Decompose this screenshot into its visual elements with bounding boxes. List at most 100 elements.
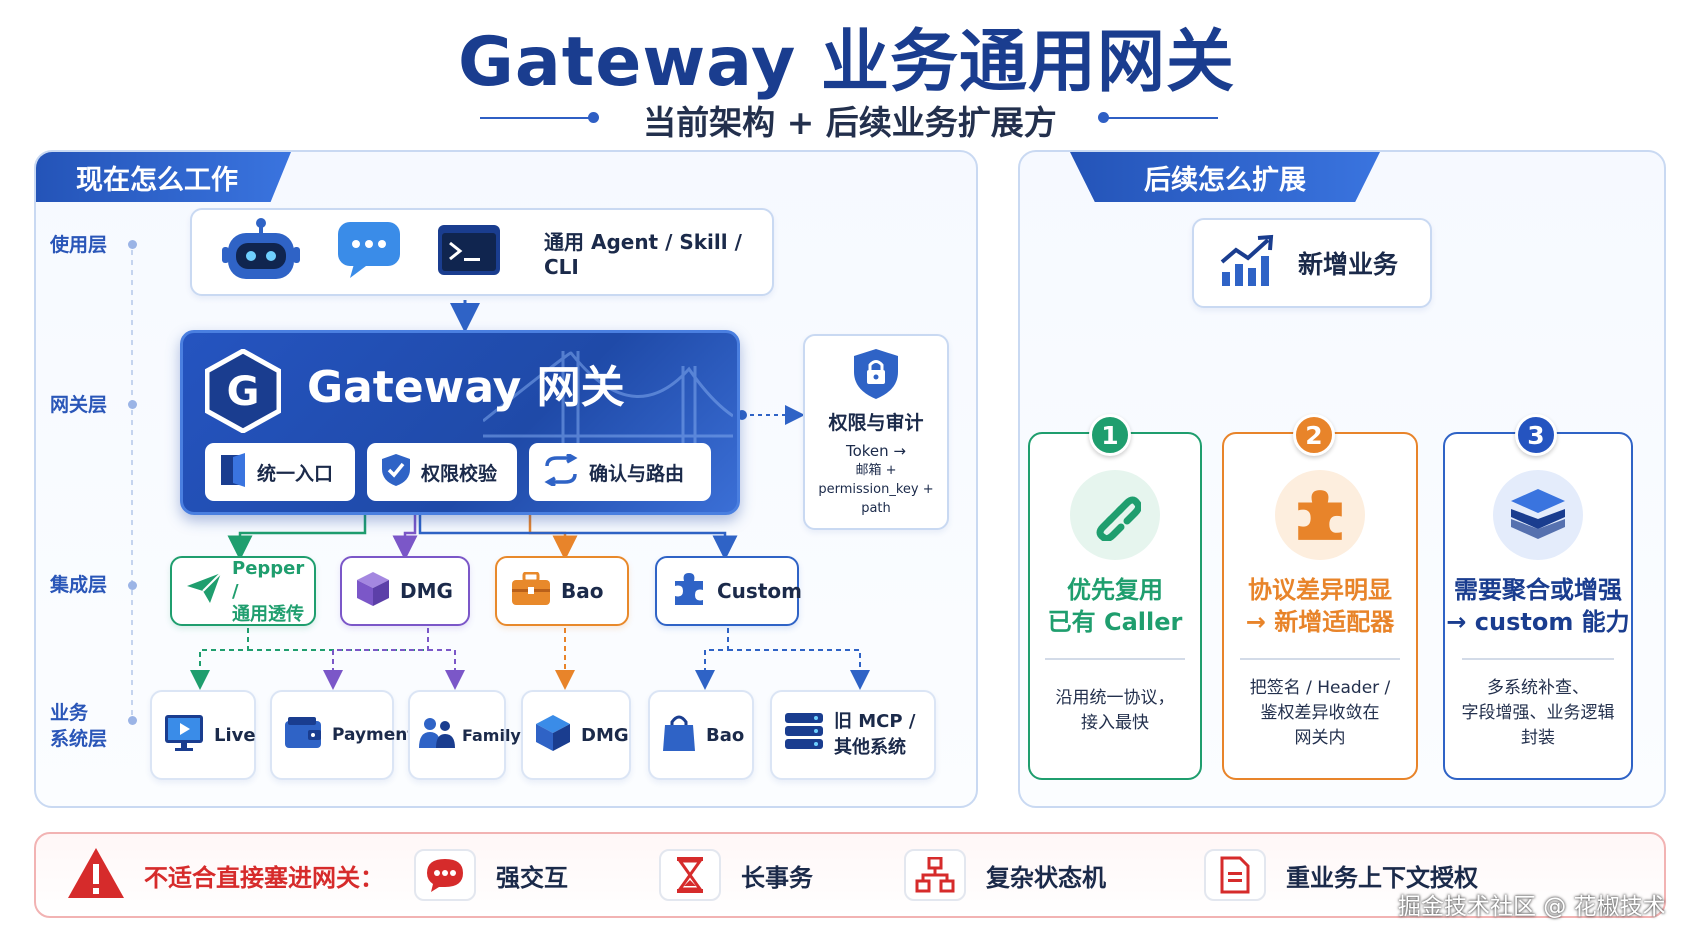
- system-legacy-mcp: 旧 MCP / 其他系统: [770, 690, 936, 780]
- option3-title-line1: 需要聚合或增强: [1454, 576, 1622, 604]
- panel-tab-current: 现在怎么工作: [36, 152, 291, 202]
- integration-pepper: Pepper / 通用透传: [170, 556, 316, 626]
- auth-line4: path: [861, 501, 891, 516]
- warning-item-context-auth: 重业务上下文授权: [1204, 849, 1564, 901]
- gateway-btn-label-route: 确认与路由: [589, 462, 685, 485]
- door-icon: [219, 452, 247, 492]
- gateway-auth-check: 权限校验: [367, 443, 517, 501]
- option2-divider: [1240, 658, 1400, 660]
- watermark: 掘金技术社区 @ 花椒技术: [1398, 894, 1666, 920]
- subtitle-text: 当前架构 + 后续业务扩展方式: [643, 103, 1057, 190]
- integration-pepper-line2: 通用透传: [232, 603, 304, 625]
- option3-title: 需要聚合或增强 → custom 能力: [1445, 574, 1631, 638]
- system-family-label: Family: [462, 725, 521, 745]
- system-bao-label: Bao: [706, 724, 745, 746]
- system-bao: Bao: [648, 690, 754, 780]
- layer-label-business-line2: 系统层: [50, 728, 108, 750]
- layers-icon: [1493, 470, 1583, 560]
- new-business-card: 新增业务: [1192, 218, 1432, 308]
- layer-dot-integration: [128, 581, 137, 590]
- gateway-title: Gateway 网关: [307, 362, 625, 413]
- option1-desc-line2: 接入最快: [1081, 713, 1149, 733]
- subtitle-dot-left: [588, 112, 599, 123]
- option2-desc-line1: 把签名 / Header /: [1249, 678, 1391, 698]
- warning-item-interaction-label: 强交互: [496, 863, 568, 892]
- subtitle: 当前架构 + 后续业务扩展方式: [480, 96, 1220, 190]
- system-dmg: DMG: [521, 690, 631, 780]
- gateway-unified-entry: 统一入口: [205, 443, 355, 501]
- option3-desc-line2: 字段增强、业务逻辑: [1461, 703, 1615, 723]
- integration-pepper-line1: Pepper /: [232, 557, 305, 602]
- option2-desc-line2: 鉴权差异收敛在: [1260, 703, 1380, 723]
- option-number-3: 3: [1515, 414, 1557, 456]
- briefcase-icon: [511, 571, 551, 611]
- warning-item-long-transaction: 长事务: [659, 849, 904, 901]
- subtitle-dot-right: [1098, 112, 1109, 123]
- lock-shield-icon: [805, 348, 947, 404]
- option1-title-line2: 已有 Caller: [1047, 608, 1183, 636]
- option1-title-line1: 优先复用: [1067, 576, 1163, 604]
- usage-layer-card: 通用 Agent / Skill / CLI: [190, 208, 774, 296]
- system-dmg-label: DMG: [581, 724, 629, 746]
- option1-desc-line1: 沿用统一协议，: [1055, 688, 1175, 708]
- warning-item-interaction: 强交互: [414, 849, 659, 901]
- warning-item-state-machine-label: 复杂状态机: [986, 863, 1106, 892]
- gateway-btn-label-auth: 权限校验: [421, 462, 498, 485]
- integration-dmg: DMG: [340, 556, 470, 626]
- option3-divider: [1462, 658, 1614, 660]
- svg-text:G: G: [227, 369, 260, 415]
- integration-custom: Custom: [655, 556, 802, 626]
- new-business-label: 新增业务: [1298, 250, 1399, 279]
- warning-item-long-transaction-label: 长事务: [741, 863, 813, 892]
- option2-desc: 把签名 / Header / 鉴权差异收敛在 网关内: [1224, 676, 1416, 751]
- auth-line1: Token →: [845, 442, 906, 460]
- option2-title: 协议差异明显 → 新增适配器: [1224, 574, 1416, 638]
- cube-icon: [356, 571, 390, 612]
- org-chart-icon: [904, 849, 966, 901]
- integration-custom-label: Custom: [717, 579, 802, 603]
- layer-label-usage: 使用层: [50, 234, 108, 256]
- shield-check-icon: [381, 453, 411, 492]
- option2-desc-line3: 网关内: [1294, 728, 1346, 748]
- subtitle-line-left: [480, 117, 590, 119]
- link-icon: [1070, 470, 1160, 560]
- system-legacy-line2: 其他系统: [834, 737, 906, 758]
- option2-title-line1: 协议差异明显: [1248, 576, 1392, 604]
- auth-title: 权限与审计: [805, 408, 947, 435]
- integration-dmg-label: DMG: [400, 579, 453, 603]
- gateway-logo-icon: G: [204, 348, 282, 437]
- auth-line2: 邮箱 +: [855, 463, 897, 478]
- gateway-btn-label-entry: 统一入口: [257, 462, 334, 485]
- document-icon: [1204, 849, 1266, 901]
- gateway-box: G Gateway 网关 统一入口 权限校验 确认与路由: [180, 330, 740, 515]
- warning-triangle-icon: [66, 846, 126, 904]
- cube-icon: [535, 714, 571, 757]
- option3-desc-line3: 封装: [1521, 728, 1555, 748]
- system-family: Family: [408, 690, 521, 780]
- panel-tab-future: 后续怎么扩展: [1070, 152, 1380, 202]
- page-title: Gateway 业务通用网关: [458, 23, 1235, 102]
- system-payment-label: Payment: [332, 725, 416, 745]
- warning-label: 不适合直接塞进网关：: [144, 863, 384, 892]
- warning-item-state-machine: 复杂状态机: [904, 849, 1204, 901]
- layer-dot-business: [128, 716, 137, 725]
- layer-dot-usage: [128, 240, 137, 249]
- terminal-icon: [438, 225, 500, 279]
- option3-desc-line1: 多系统补查、: [1487, 678, 1589, 698]
- option1-title: 优先复用 已有 Caller: [1030, 574, 1200, 638]
- system-live: Live: [150, 690, 256, 780]
- hourglass-icon: [659, 849, 721, 901]
- auth-title-text: 权限与审计: [828, 412, 924, 434]
- warning-item-context-auth-label: 重业务上下文授权: [1286, 863, 1478, 892]
- integration-bao: Bao: [495, 556, 629, 626]
- system-payment: Payment: [270, 690, 416, 780]
- chat-icon: [414, 849, 476, 901]
- option-number-1: 1: [1089, 414, 1131, 456]
- monitor-play-icon: [164, 713, 204, 758]
- option3-desc: 多系统补查、 字段增强、业务逻辑 封装: [1445, 676, 1631, 751]
- send-icon: [186, 572, 222, 610]
- option1-desc: 沿用统一协议， 接入最快: [1030, 686, 1200, 736]
- layer-dot-gateway: [128, 400, 137, 409]
- layer-label-business-line1: 业务: [50, 702, 89, 724]
- server-icon: [784, 712, 824, 758]
